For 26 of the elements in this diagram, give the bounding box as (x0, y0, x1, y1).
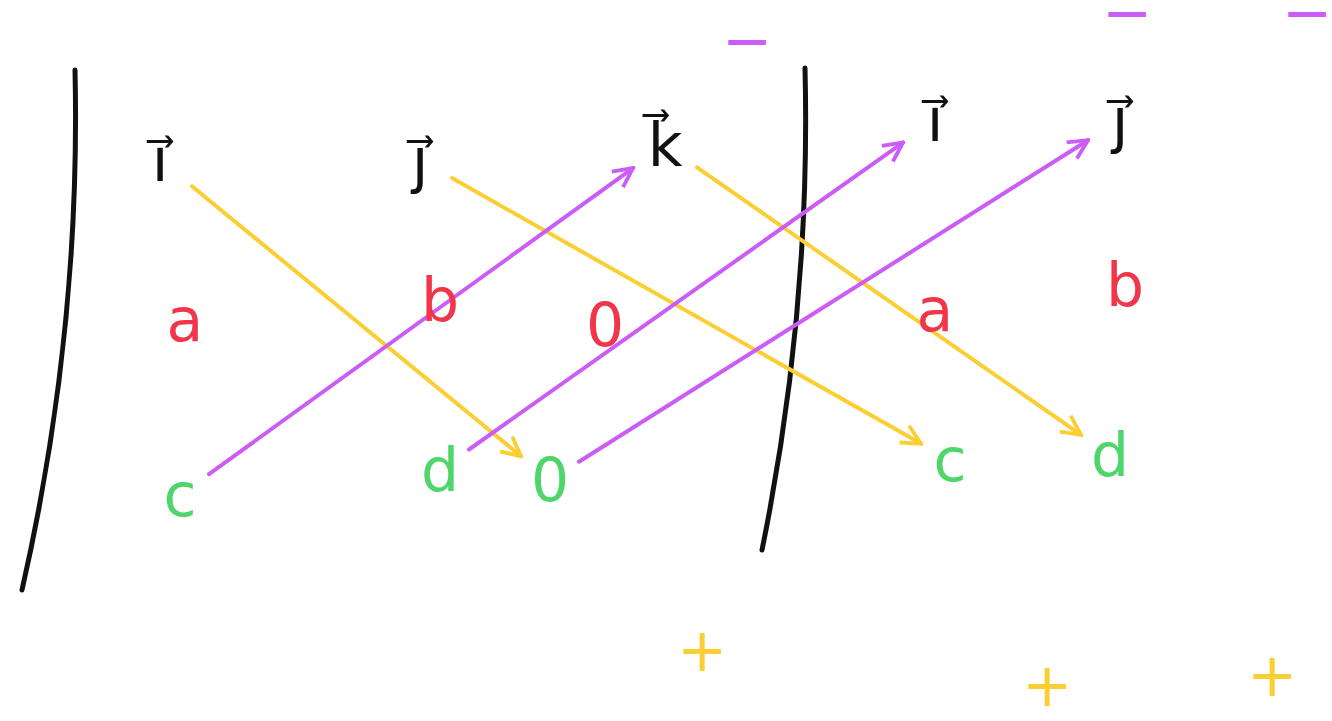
matrix-entry: c (925, 428, 975, 492)
unit-vector: i⃗ (132, 118, 188, 202)
matrix-entry: 0 (525, 448, 575, 512)
unit-vector: i⃗ (907, 78, 963, 162)
sign-label: − (1282, 0, 1332, 42)
matrix-entry: a (910, 278, 960, 342)
arrow (450, 176, 923, 446)
matrix-entry: d (415, 435, 465, 505)
sign-label: − (1102, 0, 1153, 42)
matrix-entry: c (155, 463, 205, 527)
arrow (207, 166, 635, 477)
matrix-entry: a (160, 288, 210, 352)
matrix-entry: d (1085, 420, 1135, 490)
sign-label: + (1022, 655, 1073, 715)
arrow (467, 140, 905, 452)
sign-label: + (677, 620, 728, 680)
unit-vector: k⃗ (637, 103, 693, 187)
matrix-entry: b (1100, 250, 1150, 320)
sign-label: + (1247, 645, 1298, 705)
unit-vector: j⃗ (1092, 78, 1148, 162)
arrow (190, 184, 523, 459)
arrow (577, 138, 1090, 464)
matrix-entry: 0 (580, 293, 630, 357)
unit-vector: j⃗ (392, 118, 448, 202)
sign-label: − (722, 10, 773, 70)
arrow (695, 165, 1083, 437)
